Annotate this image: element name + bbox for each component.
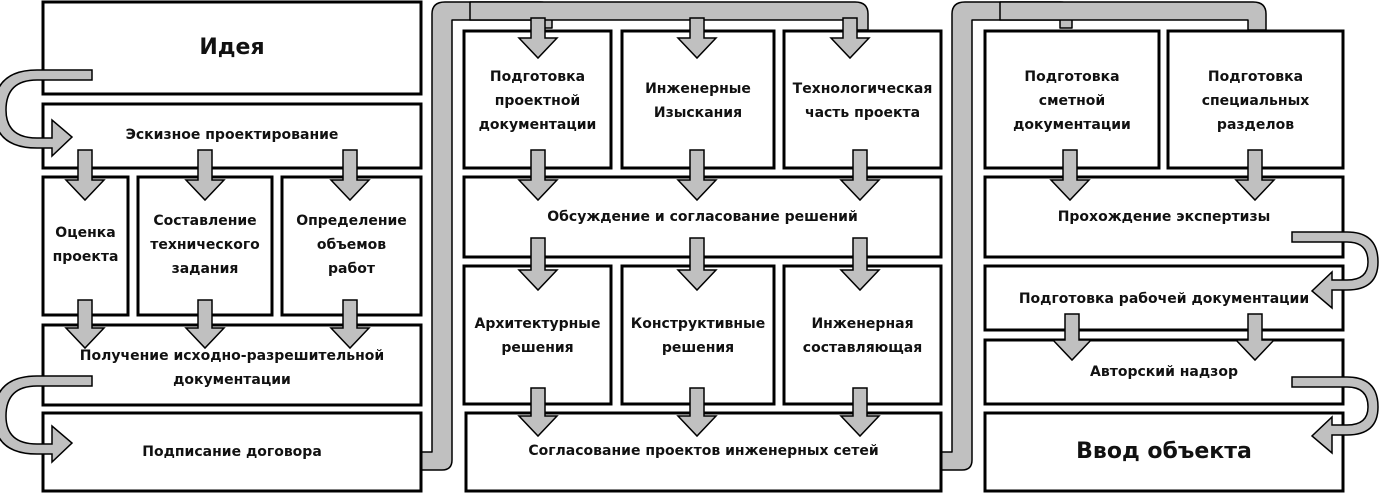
down-arrow [676, 149, 718, 202]
top-feeder-col3 [999, 1, 1267, 31]
down-arrow [64, 149, 106, 202]
down-arrow [1234, 313, 1276, 362]
uturn-arrow-left-bottom [0, 375, 93, 464]
down-arrow [64, 299, 106, 350]
down-arrow [839, 149, 881, 202]
down-arrow [329, 299, 371, 350]
uturn-arrow-left-top [0, 69, 93, 158]
uturn-arrow-right-bottom [1291, 376, 1379, 455]
down-arrows [64, 17, 1276, 438]
down-arrow [676, 387, 718, 438]
uturn-arrow-right-middle [1291, 231, 1379, 310]
down-arrow [517, 237, 559, 292]
down-arrow [517, 387, 559, 438]
box-working-docs [983, 264, 1345, 332]
down-arrow [1234, 149, 1276, 202]
down-arrow [184, 299, 226, 350]
down-arrow [676, 17, 718, 60]
down-arrow [517, 149, 559, 202]
box-scope-definition [280, 175, 423, 317]
box-expertise [983, 175, 1345, 259]
down-arrow [839, 387, 881, 438]
down-arrow [839, 237, 881, 292]
down-arrow [676, 237, 718, 292]
box-technology [782, 29, 943, 170]
box-estimate-docs [983, 29, 1161, 170]
box-engineering [782, 264, 943, 406]
down-arrow [329, 149, 371, 202]
box-commissioning [983, 411, 1345, 493]
box-idea [41, 0, 423, 96]
box-special-sections [1166, 29, 1345, 170]
box-contract [41, 411, 423, 493]
down-arrow [517, 17, 559, 60]
box-sketch-design [41, 102, 423, 170]
down-arrow [829, 17, 871, 60]
down-arrow [184, 149, 226, 202]
box-permits [41, 323, 423, 407]
top-feeder-col2 [469, 1, 869, 31]
box-supervision [983, 338, 1345, 406]
down-arrow [1051, 313, 1093, 362]
down-arrow [1049, 149, 1091, 202]
